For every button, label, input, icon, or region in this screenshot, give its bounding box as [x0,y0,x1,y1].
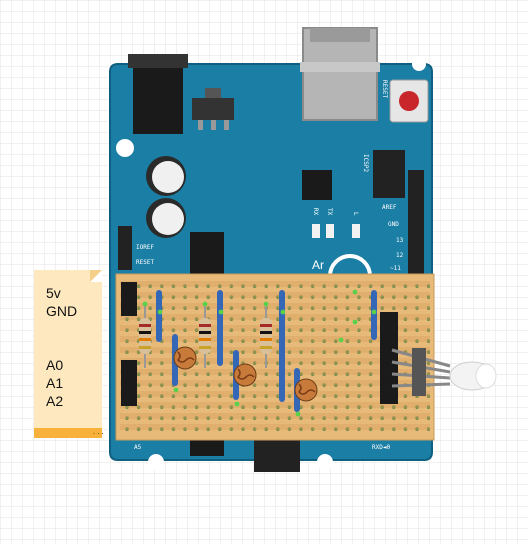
solder-point [218,309,224,315]
power-header [118,226,132,270]
power-jack-top [128,54,188,68]
tx-label: TX [326,208,333,216]
bottom-left-label: A5 [134,444,142,451]
header-block [121,282,137,316]
reset-button-cap [399,91,419,111]
digital-header [408,170,424,278]
l-label: L [352,212,359,216]
solder-point [202,301,208,307]
note-footer-mark: ... [92,428,105,436]
led-header [380,312,398,404]
solder-point [295,411,301,417]
photoresistor [173,346,197,370]
solder-point [263,301,269,307]
photoresistor [294,378,318,402]
copper-strip [120,347,430,353]
copper-strip [120,314,430,320]
header-label-12: 12 [396,252,404,259]
copper-strips [120,281,430,430]
solder-point [338,337,344,343]
solder-point [352,289,358,295]
resistor [260,306,272,368]
regulator-tab [205,88,221,98]
note-a1: A1 [46,375,64,391]
copper-strip [120,303,430,309]
icsp-label: ICSP2 [362,154,369,173]
pin-note: 5v GND A0 A1 A2 ... [34,270,105,438]
tx-led [326,224,334,238]
left-label-reset: RESET [136,259,155,266]
usb-port [302,27,378,121]
copper-strip [120,369,430,375]
copper-strip [120,402,430,408]
chip [302,170,332,200]
voltage-regulator [192,98,234,120]
usb-port-top [310,28,370,42]
bottom-right-label: RXD◄0 [372,444,391,451]
rx-led [312,224,320,238]
header-label-13: 13 [396,237,404,244]
mount-hole [148,454,164,470]
solder-point [234,401,240,407]
solder-point [173,387,179,393]
note-a0: A0 [46,357,64,373]
copper-strip [120,424,430,430]
note-footer [34,428,102,438]
copper-strip [120,413,430,419]
icsp-bottom-header [254,440,300,472]
mount-hole [412,57,426,71]
jumper-wire [371,290,377,340]
header-label-11: ~11 [390,265,401,272]
mount-hole [116,139,134,157]
icsp-header [373,150,405,198]
copper-strip [120,281,430,287]
copper-strip [120,336,430,342]
rx-label: RX [312,208,319,216]
copper-strip [120,325,430,331]
mount-hole [317,454,333,470]
header-label-aref: AREF [382,204,397,211]
l-led [352,224,360,238]
jumper-wire [279,290,285,402]
resistor [139,306,151,368]
solder-point [142,301,148,307]
photoresistor [233,363,257,387]
note-body [34,270,102,428]
solder-points [142,289,377,417]
usb-flange [300,62,380,72]
resistor [199,306,211,368]
header-block [121,360,137,406]
jumper-wire [217,290,223,366]
solder-point [280,309,286,315]
brand-text: Ar [312,258,324,272]
copper-strip [120,358,430,364]
solder-point [352,319,358,325]
note-a2: A2 [46,393,64,409]
copper-strip [120,380,430,386]
led-clip [412,348,426,396]
left-label-ioref: IOREF [136,244,155,251]
reset-label: RESET [381,80,388,99]
copper-strip [120,292,430,298]
jumper-wire [156,290,162,342]
stripboard [115,273,435,441]
solder-point [371,309,377,315]
solder-point [157,309,163,315]
copper-strip [120,391,430,397]
note-5v: 5v [46,285,61,301]
rgb-led [391,348,497,396]
header-label-gnd: GND [388,221,399,228]
arduino-logo [328,254,372,277]
note-gnd: GND [46,303,78,319]
